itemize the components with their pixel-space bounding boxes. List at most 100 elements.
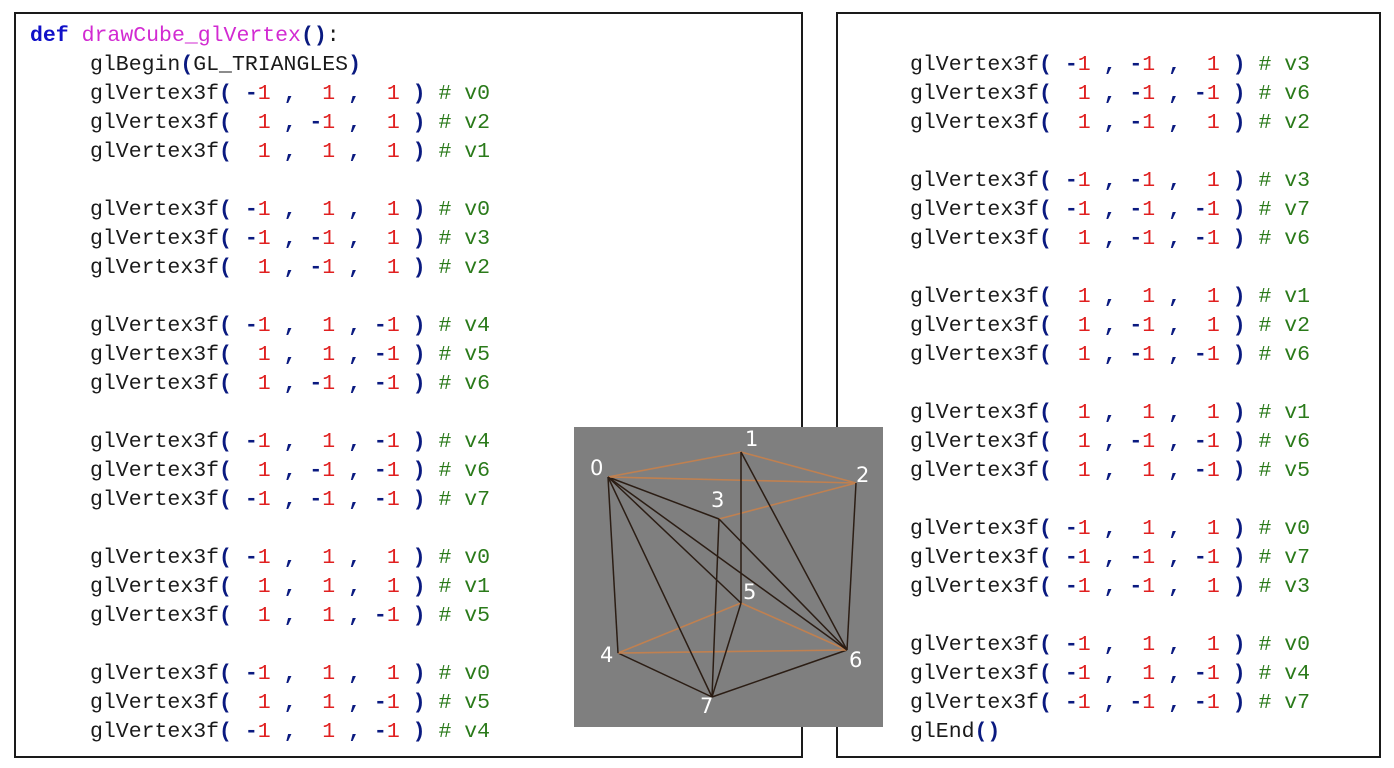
vertex-comment: # v3	[438, 227, 491, 251]
paren-open: (	[1039, 111, 1052, 135]
x-value-sign: -	[244, 227, 258, 251]
comma: ,	[1168, 459, 1181, 483]
y-value: 1	[322, 343, 336, 367]
paren-open: (	[219, 198, 232, 222]
cube-edge-0-6	[607, 476, 848, 651]
vertex-comment: # v0	[438, 198, 491, 222]
function-call: glVertex3f	[90, 82, 220, 106]
paren-close: )	[1232, 82, 1246, 106]
z-value-sign: -	[1193, 227, 1207, 251]
comma: ,	[1168, 401, 1181, 425]
function-call: glVertex3f	[90, 198, 220, 222]
comma: ,	[348, 111, 361, 135]
comma: ,	[1168, 198, 1181, 222]
z-value: 1	[386, 575, 400, 599]
y-value: 1	[322, 111, 336, 135]
cube-edge-5-7	[711, 602, 742, 698]
comma: ,	[1168, 343, 1181, 367]
x-value-sign: -	[244, 82, 258, 106]
vertex-call-line: glVertex3f( -1 , 1 , -1 ) # v4	[90, 428, 490, 457]
x-value: 1	[257, 372, 271, 396]
paren-open: (	[1039, 343, 1052, 367]
vertex-call-line: glVertex3f( -1 , 1 , 1 ) # v0	[90, 196, 490, 225]
y-value: 1	[1142, 343, 1156, 367]
function-call: glVertex3f	[910, 111, 1040, 135]
y-value: 1	[322, 82, 336, 106]
cube-edge-4-7	[617, 652, 713, 698]
vertex-label-7: 7	[700, 694, 713, 718]
vertex-comment: # v1	[438, 575, 491, 599]
y-value: 1	[1142, 314, 1156, 338]
z-value-sign: -	[373, 372, 387, 396]
z-value: 1	[1206, 459, 1220, 483]
function-call: glVertex3f	[910, 691, 1040, 715]
cube-edge-0-7	[607, 476, 713, 698]
z-value-sign: -	[1193, 662, 1207, 686]
comma: ,	[283, 140, 297, 164]
x-value: 1	[257, 343, 271, 367]
paren-close: )	[1232, 691, 1246, 715]
x-value-sign: -	[244, 720, 258, 744]
paren-close: )	[348, 53, 361, 77]
vertex-comment: # v4	[438, 430, 491, 454]
y-value-sign: -	[1129, 575, 1143, 599]
function-def-line: def drawCube_glVertex():	[30, 22, 340, 51]
function-call: glVertex3f	[90, 256, 220, 280]
comma: ,	[283, 372, 297, 396]
vertex-comment: # v3	[1258, 575, 1311, 599]
z-value-sign: -	[373, 459, 387, 483]
z-value: 1	[386, 720, 400, 744]
z-value: 1	[386, 111, 400, 135]
vertex-call-line: glVertex3f( 1 , 1 , 1 ) # v1	[90, 138, 490, 167]
vertex-comment: # v0	[438, 82, 491, 106]
y-value-sign: -	[1129, 198, 1143, 222]
comma: ,	[348, 314, 361, 338]
comma: ,	[1103, 82, 1117, 106]
vertex-call-line: glVertex3f( 1 , -1 , -1 ) # v6	[910, 225, 1310, 254]
x-value-sign: -	[244, 430, 258, 454]
paren-open: (	[219, 314, 232, 338]
x-value: 1	[257, 691, 271, 715]
y-value-sign: -	[309, 459, 323, 483]
comma: ,	[1168, 169, 1181, 193]
vertex-comment: # v4	[438, 720, 491, 744]
cube-edge-0-3	[607, 476, 720, 520]
vertex-call-line: glVertex3f( 1 , 1 , -1 ) # v5	[90, 689, 490, 718]
y-value: 1	[322, 691, 336, 715]
function-call: glVertex3f	[90, 546, 220, 570]
vertex-label-6: 6	[849, 648, 862, 672]
x-value: 1	[257, 575, 271, 599]
x-value-sign: -	[244, 662, 258, 686]
cube-edge-0-5	[607, 476, 742, 604]
function-call: glVertex3f	[90, 140, 220, 164]
x-value: 1	[1077, 633, 1091, 657]
paren-open: (	[1039, 169, 1052, 193]
x-value: 1	[257, 227, 271, 251]
comma: ,	[283, 314, 297, 338]
x-value: 1	[1077, 662, 1091, 686]
paren-open: (	[1039, 517, 1052, 541]
x-value: 1	[1077, 227, 1091, 251]
paren-close: )	[1232, 430, 1246, 454]
x-value: 1	[1077, 198, 1091, 222]
glend-parens: ()	[974, 720, 1001, 744]
y-value: 1	[1142, 430, 1156, 454]
vertex-call-line: glVertex3f( -1 , 1 , 1 ) # v0	[910, 515, 1310, 544]
comma: ,	[1103, 662, 1117, 686]
paren-close: )	[1232, 314, 1246, 338]
paren-close: )	[412, 314, 426, 338]
y-value-sign: -	[309, 488, 323, 512]
paren-close: )	[1232, 111, 1246, 135]
vertex-label-0: 0	[590, 456, 603, 480]
z-value: 1	[386, 227, 400, 251]
z-value: 1	[1206, 662, 1220, 686]
comma: ,	[283, 198, 297, 222]
function-call: glVertex3f	[910, 430, 1040, 454]
paren-close: )	[412, 256, 426, 280]
y-value-sign: -	[309, 111, 323, 135]
paren-close: )	[1232, 575, 1246, 599]
paren-open: (	[1039, 53, 1052, 77]
x-value: 1	[257, 430, 271, 454]
x-value: 1	[1077, 111, 1091, 135]
x-value-sign: -	[1064, 169, 1078, 193]
